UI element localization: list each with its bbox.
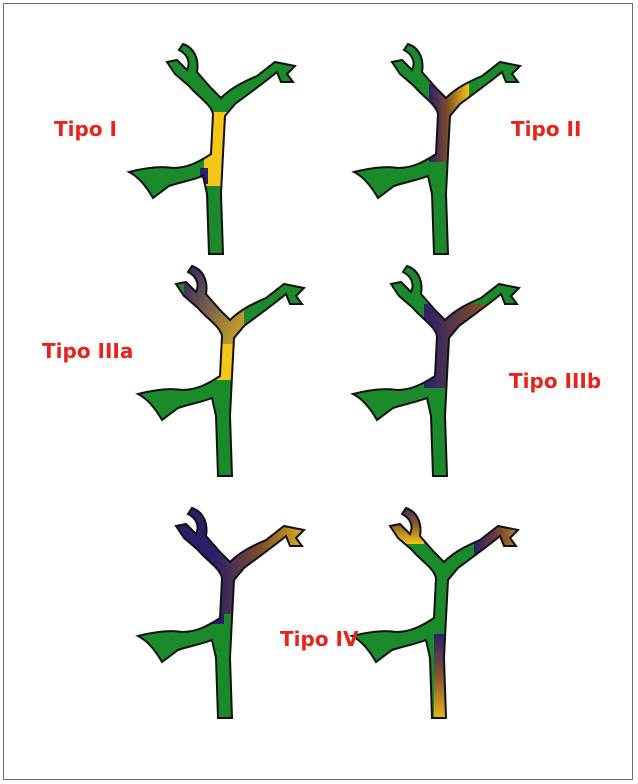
tree-tipo-1	[129, 44, 295, 254]
tree-tipo-3a	[138, 266, 304, 476]
label-tipo-3b: Tipo IIIb	[509, 369, 601, 393]
tree-tipo-2	[354, 44, 520, 254]
label-tipo-4: Tipo IV	[280, 627, 359, 651]
label-tipo-3a: Tipo IIIa	[42, 339, 133, 363]
figure-frame: Tipo I Tipo II Tipo IIIa Tipo IIIb Tipo …	[3, 3, 633, 780]
label-tipo-1: Tipo I	[54, 117, 117, 141]
tree-tipo-4-right	[352, 504, 534, 724]
bismuth-classification-diagram: Tipo I Tipo II Tipo IIIa Tipo IIIb Tipo …	[4, 4, 634, 781]
label-tipo-2: Tipo II	[511, 117, 581, 141]
tree-tipo-4-left	[138, 504, 314, 718]
